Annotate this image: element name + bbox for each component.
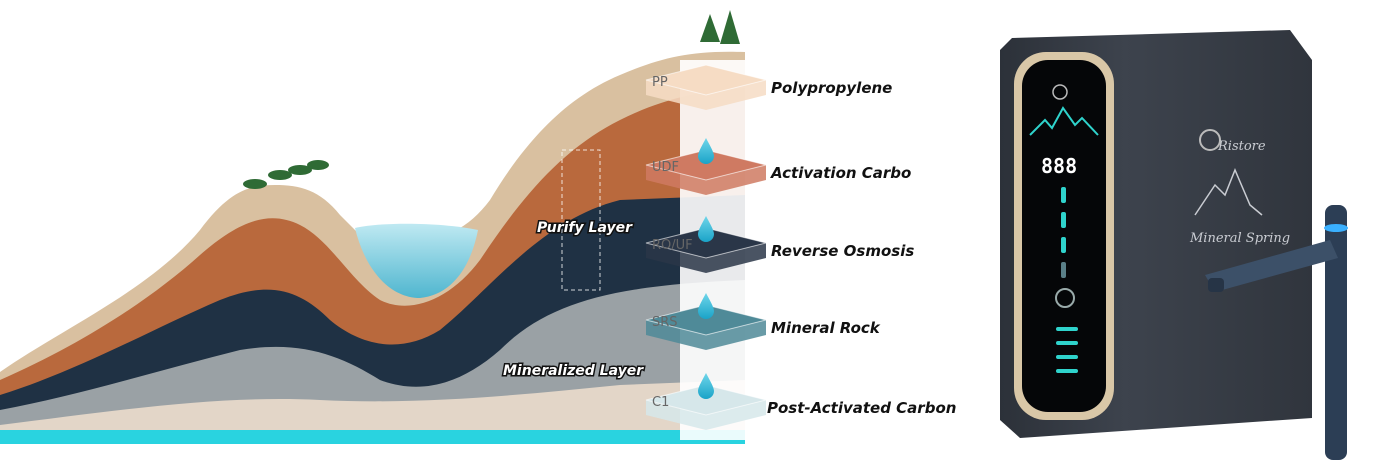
filter-slab-top <box>645 64 767 96</box>
filter-slab-top <box>645 149 767 181</box>
filter-layer-ro-uf: RO/UF Reverse Osmosis <box>645 216 914 273</box>
filter-label: Activation Carbo <box>770 164 911 182</box>
filter-code: SRS <box>652 315 678 330</box>
purify-layer-label: Purify Layer <box>537 220 633 236</box>
filter-layer-c1: C1 Post-Activated Carbon <box>645 373 956 430</box>
digital-display: 888 <box>1041 154 1077 178</box>
water-purifier-product: 888 Ristore Mineral Spring <box>1000 30 1348 460</box>
filter-label: Reverse Osmosis <box>771 242 914 260</box>
level-bars <box>1056 327 1078 373</box>
filter-code: UDF <box>652 160 679 175</box>
filter-code: PP <box>652 75 668 90</box>
water-drop-icon <box>698 293 714 319</box>
faucet <box>1205 205 1348 460</box>
filter-layer-udf: UDF Activation Carbo <box>645 138 911 195</box>
lake <box>355 223 478 298</box>
mineralized-layer-label: Mineralized Layer <box>503 363 644 379</box>
filter-layer-pp: PP Polypropylene <box>645 64 892 110</box>
filter-slab-top <box>645 384 767 416</box>
filter-status-indicators <box>1061 187 1066 278</box>
filter-slab-top <box>645 227 767 259</box>
filter-code: RO/UF <box>652 238 693 253</box>
landscape-cross-section <box>0 10 752 444</box>
model-name: Mineral Spring <box>1189 231 1290 246</box>
brand-logo-icon <box>1052 84 1068 100</box>
water-drop-icon <box>698 138 714 164</box>
water-drop-icon <box>698 373 714 399</box>
filter-label: Mineral Rock <box>771 319 881 337</box>
water-drop-icon <box>698 216 714 242</box>
mountain-icon <box>1029 106 1099 136</box>
control-panel <box>1022 60 1106 412</box>
tree-icon <box>243 10 740 189</box>
filter-code: C1 <box>652 395 669 410</box>
filter-label: Polypropylene <box>771 79 892 97</box>
brand-name: Ristore <box>1217 139 1266 154</box>
groundwater <box>0 430 745 444</box>
filter-slab-top <box>645 304 767 336</box>
filter-label: Post-Activated Carbon <box>767 399 956 417</box>
mountain-logo-icon <box>1194 168 1263 216</box>
power-button[interactable] <box>1055 288 1075 308</box>
filter-layer-srs: SRS Mineral Rock <box>645 293 881 350</box>
